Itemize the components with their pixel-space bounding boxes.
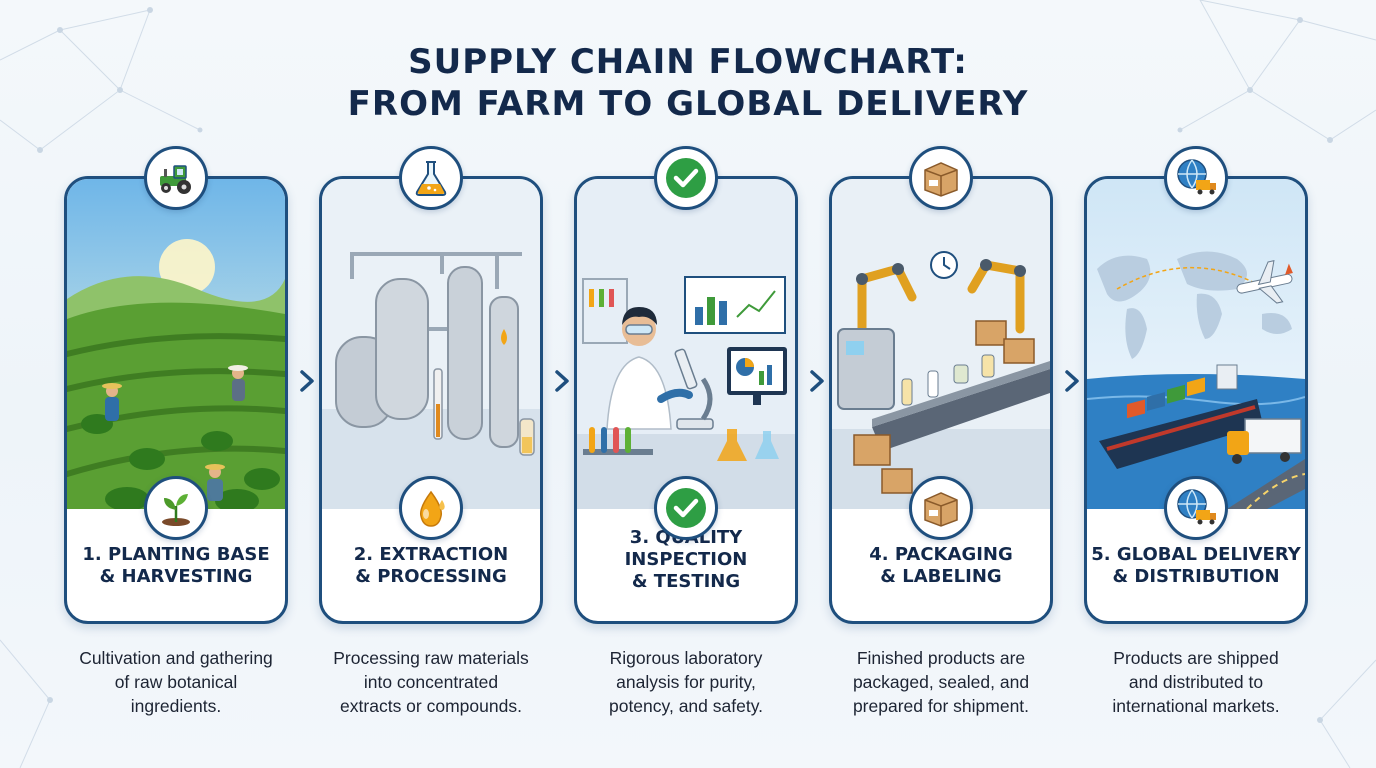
chevron-right-icon [1065,370,1079,392]
sprout-icon [144,476,208,540]
step-label-planting: 1. PLANTING BASE & HARVESTING [82,544,270,587]
laboratory-illustration [577,179,795,509]
step-description-packaging: Finished products are packaged, sealed, … [852,648,1030,716]
check-icon [654,476,718,540]
globe-truck-icon [1164,476,1228,540]
chevron-right-icon [810,370,824,392]
step-label-extraction: 2. EXTRACTION & PROCESSING [353,544,509,587]
step-label-delivery: 5. GLOBAL DELIVERY & DISTRIBUTION [1091,544,1301,587]
step-card-extraction: 2. EXTRACTION & PROCESSING [319,176,543,624]
flask-icon [399,146,463,210]
step-card-planting: 1. PLANTING BASE & HARVESTING [64,176,288,624]
chevron-right-icon [300,370,314,392]
step-description-quality: Rigorous laboratory analysis for purity,… [608,648,764,716]
check-icon [654,146,718,210]
page-title-line-1: SUPPLY CHAIN FLOWCHART: [408,42,968,82]
step-card-delivery: 5. GLOBAL DELIVERY & DISTRIBUTION [1084,176,1308,624]
step-card-quality: 3. QUALITY INSPECTION & TESTING [574,176,798,624]
page-title-line-2: FROM FARM TO GLOBAL DELIVERY [347,84,1029,124]
oil-drop-icon [399,476,463,540]
step-description-extraction: Processing raw materials into concentrat… [333,648,529,716]
step-description-delivery: Products are shipped and distributed to … [1112,648,1280,716]
global-shipping-illustration [1087,179,1305,509]
tractor-icon [144,146,208,210]
box-icon [909,476,973,540]
box-icon [909,146,973,210]
packaging-line-illustration [832,179,1050,509]
step-label-packaging: 4. PACKAGING & LABELING [869,544,1013,587]
farm-field-illustration [67,179,285,509]
extraction-equipment-illustration [322,179,540,509]
step-card-packaging: 4. PACKAGING & LABELING [829,176,1053,624]
chevron-right-icon [555,370,569,392]
step-description-planting: Cultivation and gathering of raw botanic… [79,648,273,716]
step-label-quality: 3. QUALITY INSPECTION & TESTING [624,527,748,592]
globe-truck-icon [1164,146,1228,210]
